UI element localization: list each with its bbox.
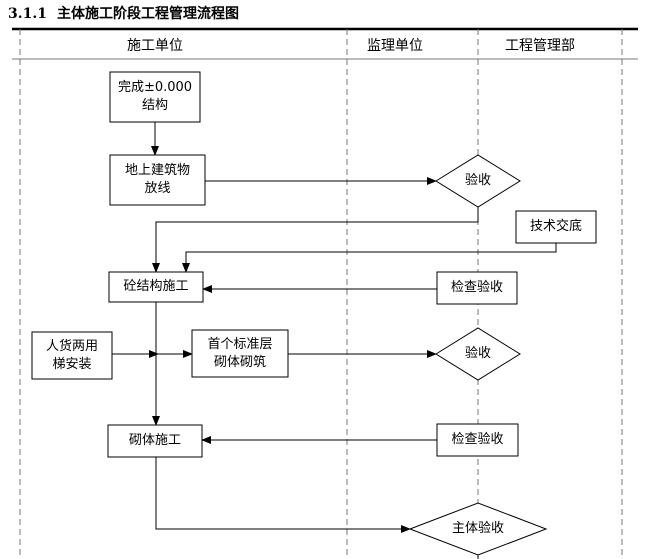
- node-shape-inspect-2: [435, 327, 521, 381]
- column-header-supervision: 监理单位: [367, 38, 423, 54]
- node-label-line: 检查验收: [450, 280, 503, 295]
- node-label-concrete-construction: 砼结构施工: [109, 272, 203, 302]
- node-shape-hoist-install: [31, 331, 113, 380]
- node-label-line: 验收: [464, 173, 491, 188]
- node-label-inspect-1: 验收: [436, 155, 520, 207]
- node-label-hoist-install: 人货两用梯安装: [32, 332, 112, 379]
- node-label-first-masonry: 首个标准层砌体砌筑: [192, 330, 288, 377]
- node-label-line: 砼结构施工: [123, 279, 189, 294]
- section-number: 3.1.1: [8, 6, 47, 22]
- column-header-construction: 施工单位: [127, 38, 183, 54]
- node-shape-tech-brief: [515, 210, 597, 244]
- node-shape-first-masonry: [191, 329, 289, 378]
- column-header-management: 工程管理部: [505, 38, 575, 54]
- node-label-check-accept-1: 检查验收: [437, 272, 517, 304]
- node-label-line: 检查验收: [451, 432, 504, 447]
- node-shape-masonry-construction: [107, 424, 203, 458]
- edge-inspect-1-to-concrete-construction: [152, 207, 479, 273]
- node-shape-layout: [109, 154, 206, 206]
- section-heading: 3.1.1 主体施工阶段工程管理流程图: [8, 3, 239, 23]
- node-shape-inspect-1: [435, 154, 521, 208]
- node-label-tech-brief: 技术交底: [516, 211, 596, 243]
- node-label-line: 主体验收: [451, 521, 504, 536]
- node-label-line: 完成±0.000: [117, 80, 193, 95]
- node-shape-concrete-construction: [108, 271, 204, 303]
- node-label-check-accept-2: 检查验收: [437, 424, 518, 456]
- node-label-complete-structure: 完成±0.000 结构: [110, 72, 200, 122]
- node-label-line: 梯安装: [52, 356, 92, 372]
- node-shape-main-inspection: [408, 502, 548, 556]
- node-label-line: 结构: [141, 98, 168, 113]
- node-shape-check-accept-1: [436, 271, 518, 305]
- node-label-line: 地上建筑物: [124, 163, 190, 178]
- node-label-layout: 地上建筑物放线: [110, 155, 205, 205]
- node-label-line: 首个标准层: [207, 336, 273, 352]
- node-label-line: 放线: [144, 181, 171, 196]
- edge-masonry-construction-to-main-inspection: [155, 457, 411, 533]
- node-label-line: 技术交底: [529, 219, 582, 234]
- node-label-line: 人货两用: [45, 338, 98, 354]
- node-label-line: 砌体砌筑: [213, 354, 266, 370]
- node-label-masonry-construction: 砌体施工: [108, 425, 202, 457]
- node-label-line: 砌体施工: [128, 433, 181, 448]
- node-label-line: 验收: [464, 346, 491, 361]
- edge-tech-brief-to-concrete-construction: [182, 243, 557, 273]
- node-label-main-inspection: 主体验收: [410, 503, 546, 555]
- node-shape-check-accept-2: [436, 423, 519, 457]
- node-shape-complete-structure: [109, 71, 201, 123]
- section-title: 主体施工阶段工程管理流程图: [56, 6, 239, 22]
- node-label-inspect-2: 验收: [436, 328, 520, 380]
